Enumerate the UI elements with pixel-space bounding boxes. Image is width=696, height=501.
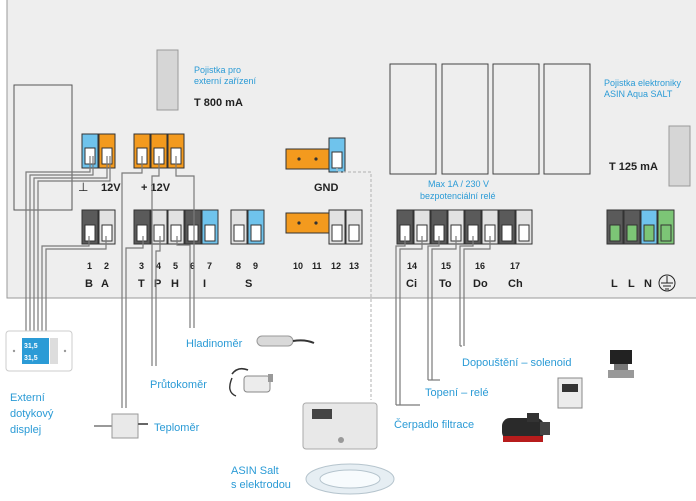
terminal-letters: B A T P H I S Ci To Do Ch L L N [85,278,652,290]
label-plus-12v: + 12V [141,182,171,194]
dashed-ground-wire [336,168,372,400]
terminal-number: 14 [407,261,417,271]
terminal-letter: H [171,278,179,290]
relay-box-2 [441,63,489,175]
display-label: Externí dotykový displej [10,392,56,436]
relay-box-1 [389,63,437,175]
fuse-external-value: T 800 mA [194,97,243,109]
label-gnd: GND [314,182,339,194]
gnd-jumper [285,137,346,173]
terminal-letter: L [611,278,618,290]
flow-sensor-icon [229,367,273,397]
prutokomer-label: Průtokoměr [150,379,207,391]
terminal-number: 12 [331,261,341,271]
terminal-number: 5 [173,261,178,271]
terminal-number: 10 [293,261,303,271]
terminal-letter: L [628,278,635,290]
relay-note: Max 1A / 230 V bezpotenciální relé [420,179,496,201]
display-value: 31,5 [24,355,38,362]
wiring [25,156,491,408]
terminal-number: 17 [510,261,520,271]
terminal-letter: Ci [406,278,417,290]
terminal-letter: Do [473,278,488,290]
fuse-electronics-value: T 125 mA [609,161,658,173]
terminal-letter: S [245,278,252,290]
terminal-number: 7 [207,261,212,271]
pump-icon [502,413,550,442]
terminal-number: 15 [441,261,451,271]
external-display-icon: 31,5 31,5 [5,330,73,372]
fuse-external [156,49,179,111]
relay-box-3 [492,63,540,175]
terminal-letter: A [101,278,109,290]
terminal-numbers: 1 2 3 4 5 6 7 8 9 10 11 12 13 14 15 16 1… [87,261,520,271]
board-outline-box [13,84,73,211]
hladinomer-label: Hladinoměr [186,338,243,350]
terminal-number: 6 [190,261,195,271]
ground-symbol-icon [658,274,676,292]
cerpadlo-label: Čerpadlo filtrace [394,418,474,431]
label-12v: 12V [101,182,121,194]
terminal-number: 9 [253,261,258,271]
contactor-icon [557,377,583,409]
solenoid-valve-icon [608,350,634,378]
terminal-letter: I [203,278,206,290]
thermometer-icon [94,413,148,439]
fuse-external-note: Pojistka pro externí zařízení [194,65,257,86]
terminal-letter: To [439,278,452,290]
terminal-row [81,209,675,245]
terminal-number: 16 [475,261,485,271]
terminal-number: 4 [156,261,161,271]
terminal-letter: Ch [508,278,523,290]
level-probe-icon [256,335,315,347]
fuse-electronics [668,125,691,187]
topeni-label: Topení – relé [425,387,489,399]
dopousteni-label: Dopouštění – solenoid [462,357,571,369]
asin-salt-unit-icon [302,402,395,495]
terminal-number: 3 [139,261,144,271]
fuse-electronics-note: Pojistka elektroniky ASIN Aqua SALT [604,78,684,99]
terminal-letter: N [644,278,652,290]
teplomer-label: Teploměr [154,422,200,434]
terminal-letter: B [85,278,93,290]
terminal-number: 13 [349,261,359,271]
relay-box-4 [543,63,591,175]
terminal-number: 11 [312,261,322,271]
terminal-number: 8 [236,261,241,271]
terminal-letter: T [138,278,145,290]
gnd-symbol: ⊥ [78,180,88,194]
display-value: 31,5 [24,343,38,350]
terminal-number: 2 [104,261,109,271]
terminal-number: 1 [87,261,92,271]
asin-label: ASIN Salt s elektrodou [231,465,291,491]
terminal-letter: P [154,278,161,290]
